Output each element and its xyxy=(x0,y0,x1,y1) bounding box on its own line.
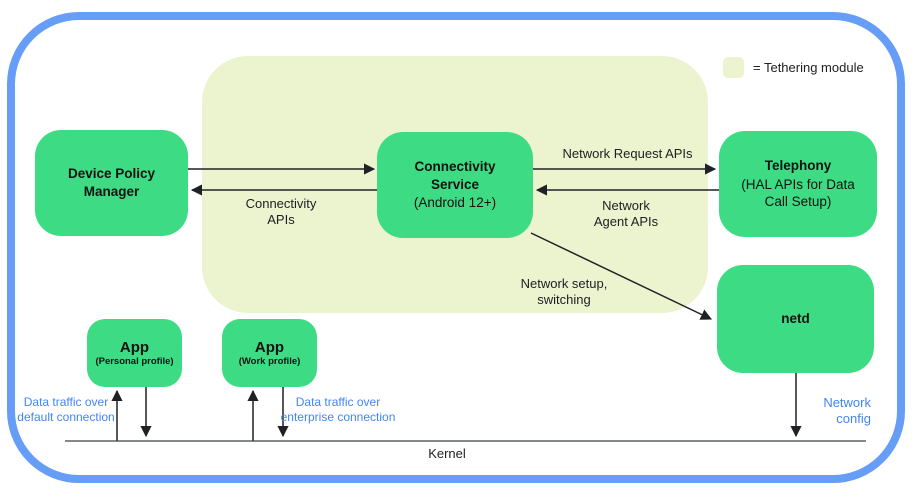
tethering-module-swatch xyxy=(723,57,744,78)
node-app-work-profile: App (Work profile) xyxy=(222,319,317,387)
node-subtitle: (Personal profile) xyxy=(95,355,174,367)
device-boundary-border xyxy=(7,12,905,483)
edge-label-network-setup-switching: Network setup, switching xyxy=(520,276,608,307)
node-title: App xyxy=(254,338,285,356)
node-subtitle: (HAL APIs for Data Call Setup) xyxy=(741,176,855,210)
edge-label-connectivity-apis: Connectivity APIs xyxy=(245,196,317,227)
kernel-label: Kernel xyxy=(428,446,466,461)
legend: = Tethering module xyxy=(723,57,864,78)
node-connectivity-service: Connectivity Service (Android 12+) xyxy=(377,132,533,238)
node-title: netd xyxy=(781,310,810,326)
legend-label: = Tethering module xyxy=(753,60,864,75)
label-data-traffic-enterprise: Data traffic over enterprise connection xyxy=(280,395,396,424)
node-title: Connectivity Service xyxy=(414,159,496,193)
label-data-traffic-default: Data traffic over default connection xyxy=(17,395,115,424)
label-network-config: Network config xyxy=(823,395,871,426)
node-title: App xyxy=(119,338,150,356)
node-subtitle: (Work profile) xyxy=(238,355,301,367)
node-subtitle: (Android 12+) xyxy=(413,195,497,211)
node-title: Telephony xyxy=(764,158,832,174)
edge-label-network-agent-apis: Network Agent APIs xyxy=(593,198,659,229)
node-title: Device Policy Manager xyxy=(67,165,156,199)
edge-label-network-request-apis: Network Request APIs xyxy=(562,146,693,161)
node-telephony: Telephony (HAL APIs for Data Call Setup) xyxy=(719,131,877,237)
node-device-policy-manager: Device Policy Manager xyxy=(35,130,188,236)
node-app-personal-profile: App (Personal profile) xyxy=(87,319,182,387)
node-netd: netd xyxy=(717,265,874,373)
